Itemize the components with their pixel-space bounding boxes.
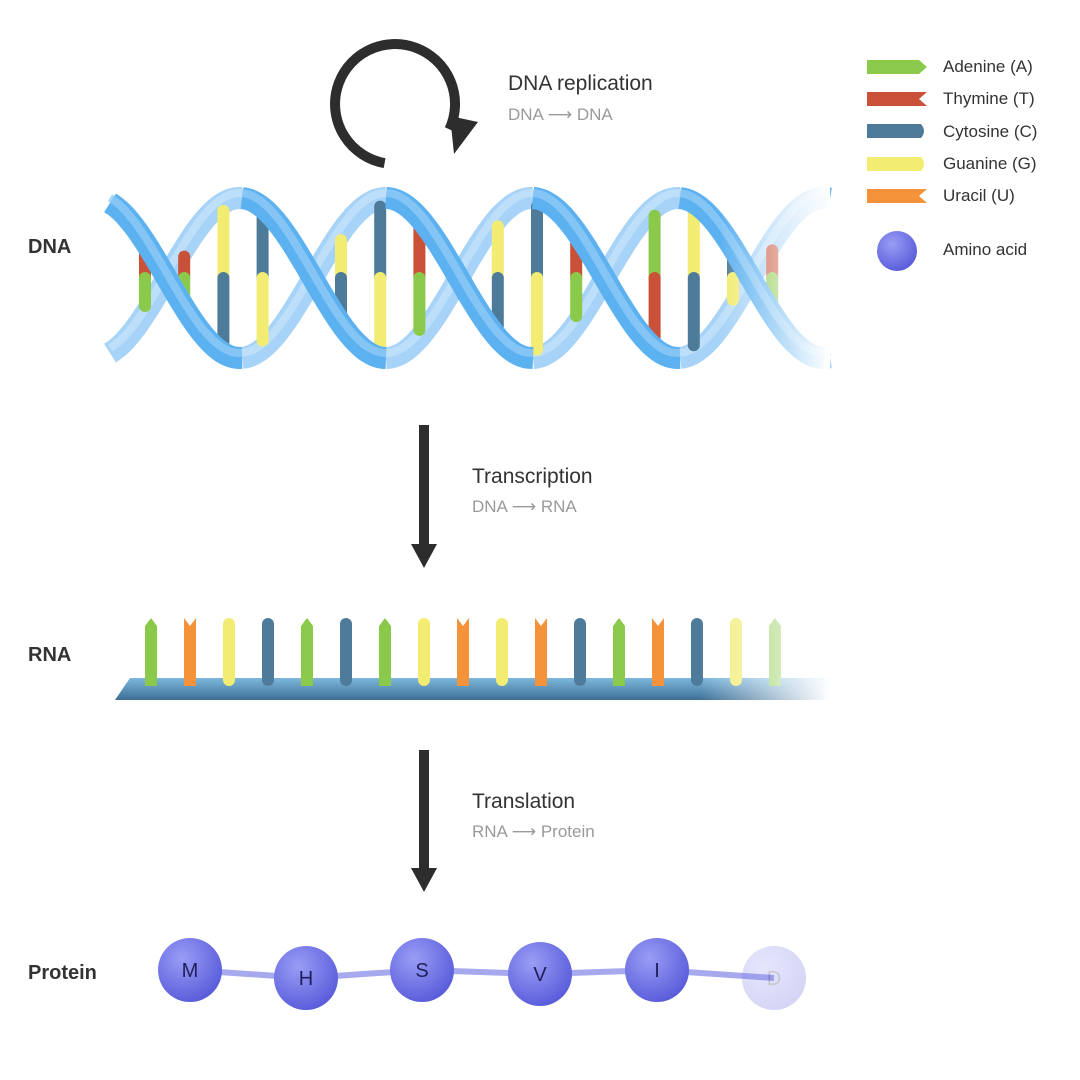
rna-base-adenine: [613, 618, 625, 686]
dna-strand-a-highlight: [107, 194, 243, 358]
replication-cycle-arrow: [330, 39, 461, 169]
dna-strand-b-highlight: [107, 188, 243, 352]
legend-label-amino-acid: Amino acid: [943, 240, 1028, 259]
legend-swatches: [867, 60, 927, 271]
row-label-rna: RNA: [28, 644, 72, 666]
rna-base-cytosine: [574, 618, 586, 686]
rna-base-uracil: [457, 618, 469, 686]
rna-base-uracil: [652, 618, 664, 686]
rna-base-cytosine: [262, 618, 274, 686]
amino-acid-letter: M: [182, 960, 199, 982]
dna-strand-b-highlight: [532, 189, 681, 358]
legend-swatch-cytosine: [867, 124, 924, 138]
dna-strand-b-highlight: [241, 189, 387, 357]
rna-base-adenine: [145, 618, 157, 686]
amino-acid: M: [158, 938, 222, 1002]
legend-label-uracil: Uracil (U): [943, 186, 1015, 205]
rna-base-guanine: [223, 618, 235, 686]
legend-label-adenine: Adenine (A): [943, 57, 1033, 76]
replication-title: DNA replication: [508, 72, 653, 95]
amino-acid: D: [742, 946, 806, 1010]
row-label-dna: DNA: [28, 236, 72, 258]
amino-acid: H: [274, 946, 338, 1010]
legend-swatch-guanine: [867, 157, 924, 171]
amino-acid: I: [625, 938, 689, 1002]
arrow-right-icon: ⟶: [547, 105, 573, 124]
rna-backbone: [115, 678, 830, 700]
dna-strand-a-highlight: [385, 189, 534, 357]
amino-acid: V: [508, 942, 572, 1006]
amino-acid-letter: V: [533, 964, 547, 986]
amino-acid-letter: H: [299, 968, 313, 990]
dna-fade: [720, 170, 830, 390]
rna-strand: [115, 618, 830, 700]
legend-label-thymine: Thymine (T): [943, 89, 1035, 108]
legend-swatch-amino-acid: [877, 231, 917, 271]
transcription-title: Transcription: [472, 465, 593, 488]
legend-swatch-thymine: [867, 92, 927, 106]
rna-fade: [700, 600, 830, 710]
rna-base-guanine: [418, 618, 430, 686]
transcription-subtitle: DNA ⟶ RNA: [472, 497, 577, 516]
amino-acid-letter: S: [415, 960, 428, 982]
rna-base-guanine: [496, 618, 508, 686]
amino-acid: S: [390, 938, 454, 1002]
rna-base-adenine: [301, 618, 313, 686]
row-label-protein: Protein: [28, 962, 97, 984]
replication-subtitle: DNA ⟶ DNA: [508, 105, 613, 124]
rna-base-cytosine: [340, 618, 352, 686]
arrow-right-icon: ⟶: [511, 822, 537, 841]
legend-label-cytosine: Cytosine (C): [943, 122, 1038, 141]
translation-arrowhead-icon: [411, 868, 437, 892]
process-arrows: [330, 39, 478, 892]
transcription-arrowhead-icon: [411, 544, 437, 568]
legend-swatch-adenine: [867, 60, 927, 74]
translation-title: Translation: [472, 790, 576, 813]
amino-acid-letter: I: [654, 960, 660, 982]
legend-label-guanine: Guanine (G): [943, 154, 1037, 173]
rna-base-uracil: [184, 618, 196, 686]
rna-base-uracil: [535, 618, 547, 686]
replication-arrowhead-icon: [450, 116, 478, 154]
arrow-right-icon: ⟶: [511, 497, 537, 516]
rna-base-adenine: [379, 618, 391, 686]
translation-subtitle: RNA ⟶ Protein: [472, 822, 595, 841]
legend-swatch-uracil: [867, 189, 927, 203]
amino-acid-letter: D: [767, 968, 781, 990]
